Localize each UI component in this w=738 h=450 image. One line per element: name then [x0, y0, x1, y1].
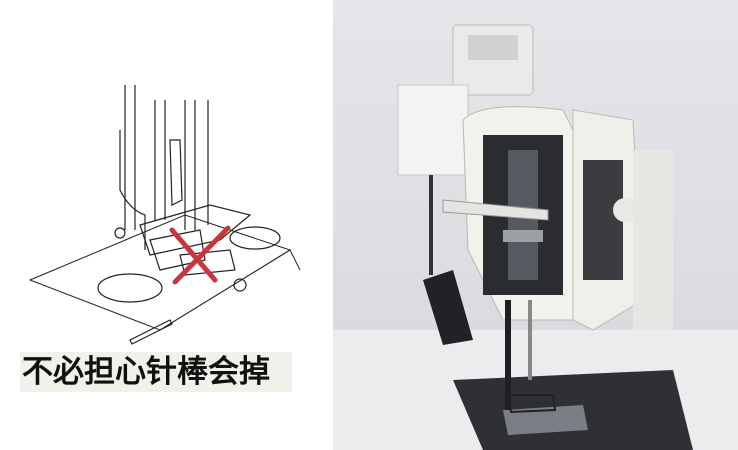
caption-text: 不必担心针棒会掉 [22, 354, 270, 390]
needle-bar-line-drawing [28, 85, 301, 345]
needle-bar-illustration-panel: 不必担心针棒会掉 [0, 0, 333, 450]
caption-box: 不必担心针棒会掉 [20, 352, 292, 392]
sewing-machine-image [333, 24, 738, 450]
sewing-machine-photo [333, 0, 738, 450]
cross-mark-icon [169, 225, 231, 285]
